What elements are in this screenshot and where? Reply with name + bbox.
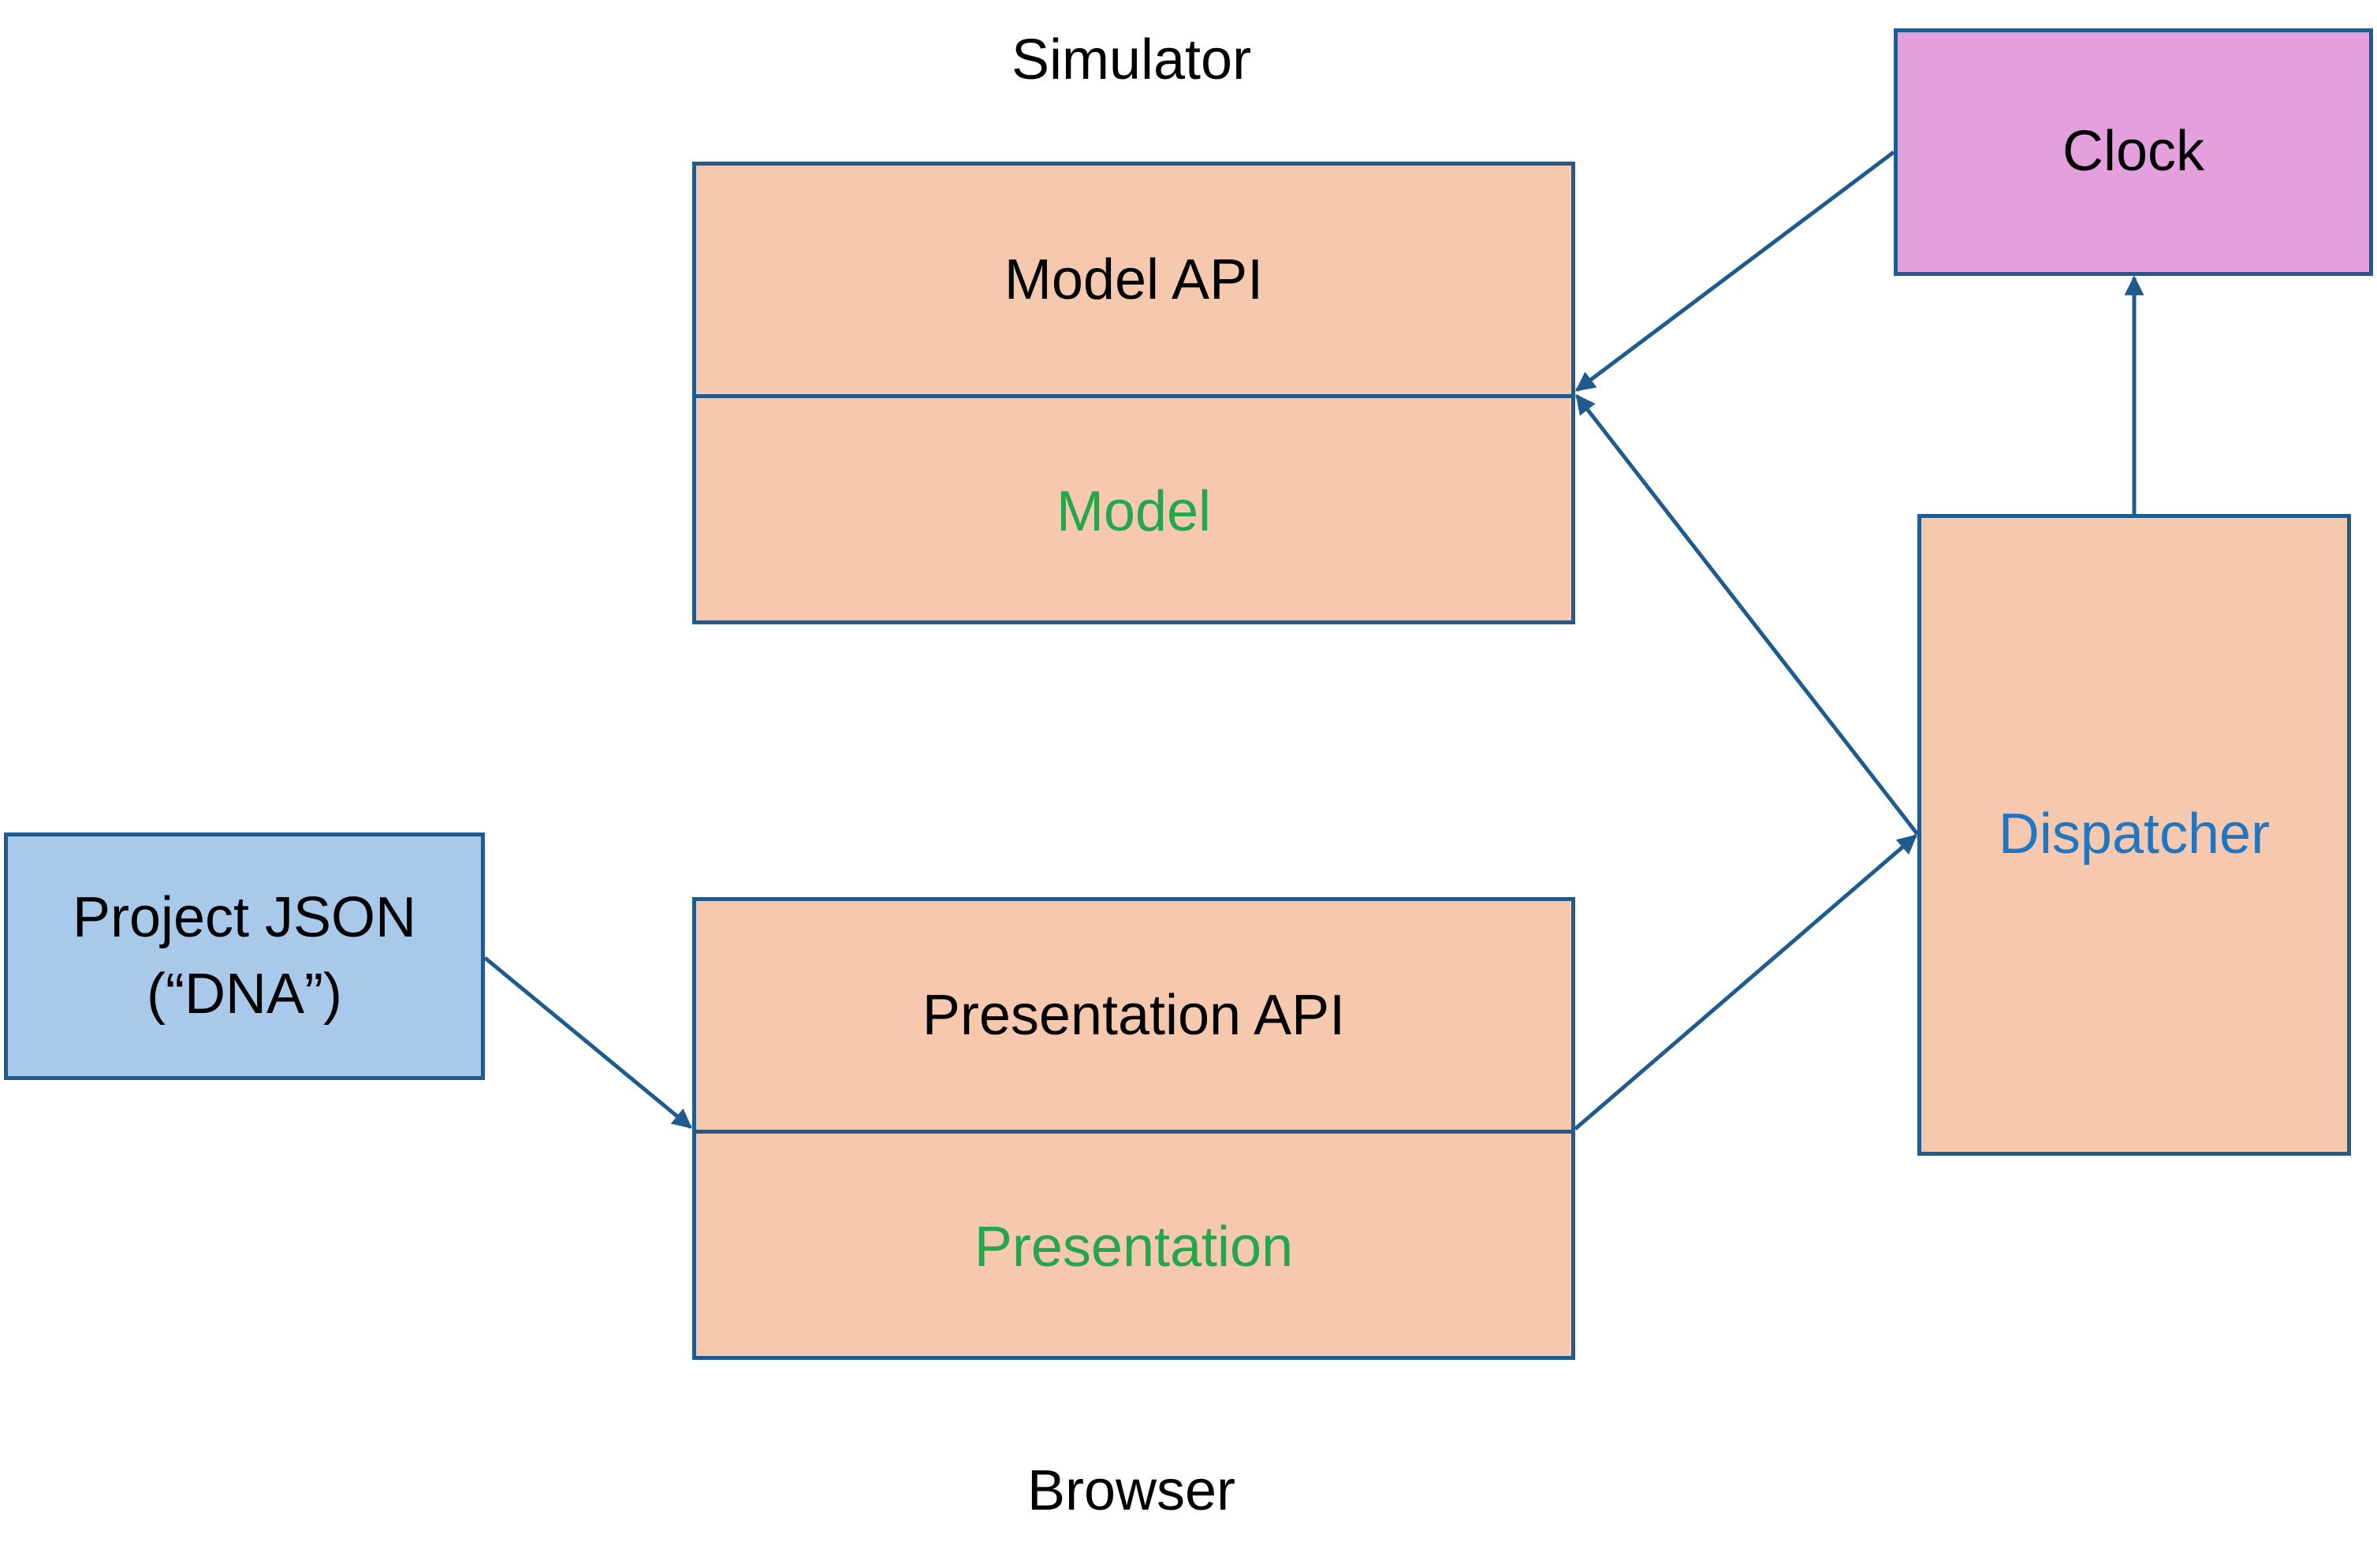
dispatcher-label: Dispatcher: [1998, 803, 2271, 866]
model-block: Model API Model: [692, 162, 1575, 624]
project-json-text: Project JSON (“DNA”): [8, 836, 481, 1076]
project-json-line2: (“DNA”): [147, 963, 342, 1026]
browser-label: Browser: [1026, 1459, 1236, 1522]
model-divider: [696, 394, 1571, 398]
model-api-label: Model API: [1004, 248, 1264, 311]
presentation-label: Presentation: [974, 1215, 1294, 1279]
arrow-project-json-to-presentation-api: [483, 956, 692, 1129]
presentation-block: Presentation API Presentation: [692, 897, 1575, 1360]
project-json-box: Project JSON (“DNA”): [4, 832, 485, 1080]
presentation-divider: [696, 1130, 1571, 1134]
project-json-line1: Project JSON: [72, 885, 417, 949]
arrow-clock-to-model-api: [1575, 151, 1895, 392]
dispatcher-box: Dispatcher: [1917, 514, 2351, 1156]
clock-label: Clock: [2062, 120, 2205, 184]
model-label: Model: [1056, 479, 1212, 543]
arrow-dispatcher-to-model-api: [1575, 394, 1919, 836]
arrow-presentation-api-to-dispatcher: [1574, 834, 1917, 1130]
simulator-label: Simulator: [1011, 28, 1252, 91]
presentation-api-label: Presentation API: [922, 984, 1346, 1047]
clock-box: Clock: [1894, 28, 2373, 276]
